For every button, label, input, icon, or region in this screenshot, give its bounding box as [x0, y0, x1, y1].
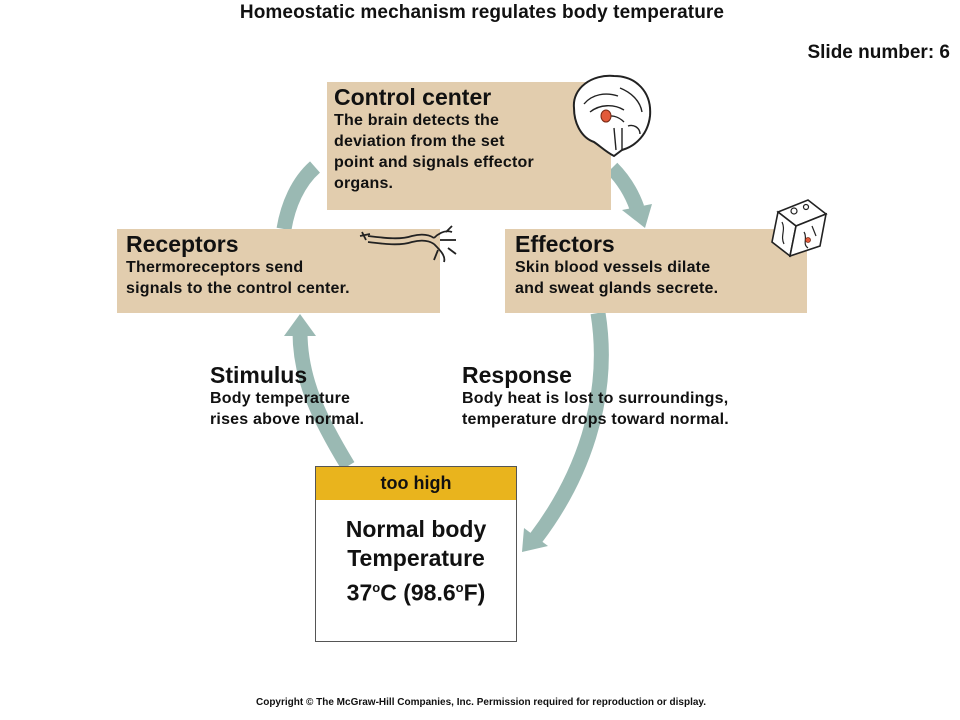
copyright-notice: Copyright © The McGraw-Hill Companies, I… — [255, 697, 707, 708]
effectors-box: Effectors Skin blood vessels dilate and … — [505, 229, 807, 313]
stimulus-label: Stimulus Body temperature rises above no… — [210, 362, 364, 430]
slide-number: Slide number: 6 — [807, 42, 950, 63]
degree-mark: o — [372, 580, 381, 595]
degree-mark: o — [455, 580, 464, 595]
stimulus-line: rises above normal. — [210, 411, 365, 428]
receptors-line: signals to the control center. — [126, 280, 350, 297]
arrowhead-receptors — [284, 314, 316, 336]
normal-temperature-text: Normal body Temperature 37oC (98.6oF) — [316, 515, 516, 608]
arrow-to-control — [276, 161, 321, 231]
response-label: Response Body heat is lost to surroundin… — [462, 362, 729, 430]
normal-line-2: Temperature — [347, 545, 485, 571]
stimulus-title: Stimulus — [210, 362, 308, 388]
control-center-line: organs. — [334, 175, 394, 192]
response-line: Body heat is lost to surroundings, — [462, 390, 729, 407]
receptors-line: Thermoreceptors send — [126, 259, 304, 276]
control-center-box: Control center The brain detects the dev… — [327, 82, 611, 210]
too-high-banner: too high — [316, 467, 516, 500]
effectors-line: and sweat glands secrete. — [515, 280, 719, 297]
receptors-title: Receptors — [126, 231, 239, 257]
response-title: Response — [462, 362, 572, 388]
effectors-line: Skin blood vessels dilate — [515, 259, 711, 276]
control-center-title: Control center — [334, 84, 492, 110]
arrow-to-effectors — [606, 162, 645, 211]
normal-line-1: Normal body — [345, 516, 487, 542]
page-title: Homeostatic mechanism regulates body tem… — [239, 2, 725, 23]
response-line: temperature drops toward normal. — [462, 411, 729, 428]
arrow-to-normal — [530, 311, 609, 543]
temp-celsius-unit: C (98.6 — [380, 579, 456, 606]
arrowhead-effectors — [622, 204, 652, 228]
arrow-to-receptors — [292, 331, 355, 470]
stimulus-line: Body temperature — [210, 390, 351, 407]
arrowhead-normal — [522, 528, 548, 552]
effectors-title: Effectors — [515, 231, 615, 257]
control-center-line: deviation from the set — [334, 133, 505, 150]
control-center-line: point and signals effector — [334, 154, 534, 171]
normal-temperature-value: 37oC (98.6oF) — [316, 573, 516, 608]
receptors-box: Receptors Thermoreceptors send signals t… — [117, 229, 440, 313]
normal-temperature-box: too high Normal body Temperature 37oC (9… — [315, 466, 517, 642]
temp-celsius: 37 — [346, 579, 373, 606]
temp-fahrenheit-unit: F) — [463, 579, 486, 606]
control-center-line: The brain detects the — [334, 112, 500, 129]
